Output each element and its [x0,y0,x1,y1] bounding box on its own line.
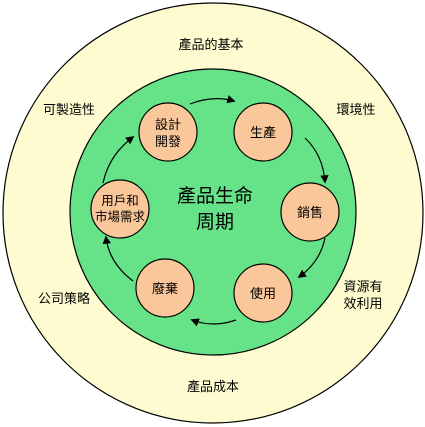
arrow-production-to-sales [304,137,329,184]
stage-production-circle [233,102,293,162]
stage-design-label-line2: 開發 [155,135,181,150]
arrow-sales-to-use [297,237,326,278]
outer-label-upper-left: 可製造性 [43,103,95,118]
stage-user-market-needs: 用戶和 市場需求 [90,179,150,239]
stage-use-label: 使用 [250,286,276,302]
stage-use: 使用 [233,263,293,323]
stage-production: 生產 [233,102,293,162]
stage-disposal-label: 廢棄 [152,282,178,297]
stage-design-circle [138,102,198,162]
outer-label-lower-right-line1: 資源有 [343,280,382,295]
stage-needs-label-line2: 市場需求 [95,209,146,224]
outer-label-top: 產品的基本 [178,37,243,53]
arrow-design-to-production [189,95,236,105]
outer-label-lower-left: 公司策略 [38,291,90,307]
outer-label-lower-right-line2: 效利用 [343,297,382,312]
arrow-use-to-disposal [190,318,237,327]
center-title-line1: 產品生命 [177,185,253,207]
stage-disposal-circle [135,258,195,318]
stage-sales-circle [280,182,340,242]
outer-label-upper-right: 環境性 [336,103,375,118]
stage-design-label-line1: 設計 [155,117,181,133]
outer-label-bottom: 產品成本 [187,379,239,395]
stage-design: 設計 開發 [138,102,198,162]
stage-sales-label: 銷售 [297,205,323,221]
stage-needs-circle [90,179,150,239]
center-title-line2: 周期 [196,211,234,233]
stage-needs-label-line1: 用戶和 [101,193,139,208]
stage-use-circle [233,263,293,323]
arrow-needs-to-design [102,135,135,184]
stage-sales: 銷售 [280,182,340,242]
stage-production-label: 生產 [250,125,276,141]
stage-disposal: 廢棄 [135,258,195,318]
arrow-disposal-to-needs [102,235,134,282]
